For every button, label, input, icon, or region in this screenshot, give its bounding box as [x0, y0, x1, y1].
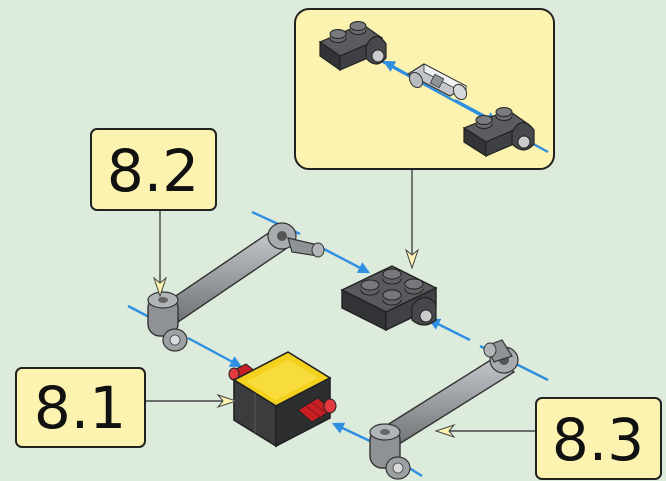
step-label-8-3: 8.3: [552, 406, 644, 474]
angled-beam-top-icon: [147, 222, 325, 352]
inset-connector-pin-icon: [406, 63, 468, 101]
step-callout-8-2: 8.2: [90, 128, 217, 298]
plate-2x2-icon: [340, 265, 438, 332]
step-callout-8-3: 8.3: [434, 397, 662, 480]
step-label-8-1: 8.1: [34, 374, 126, 442]
step-callout-8-1: 8.1: [15, 367, 238, 448]
inset-plate-left-icon: [318, 21, 387, 72]
step-label-8-2: 8.2: [107, 137, 199, 205]
motor-brick-icon: [228, 351, 337, 448]
inset-callout: [294, 8, 555, 170]
inset-plate-right-icon: [462, 107, 535, 158]
angled-beam-bottom-icon: [369, 339, 519, 480]
inset-leader-arrowhead: [404, 248, 420, 270]
